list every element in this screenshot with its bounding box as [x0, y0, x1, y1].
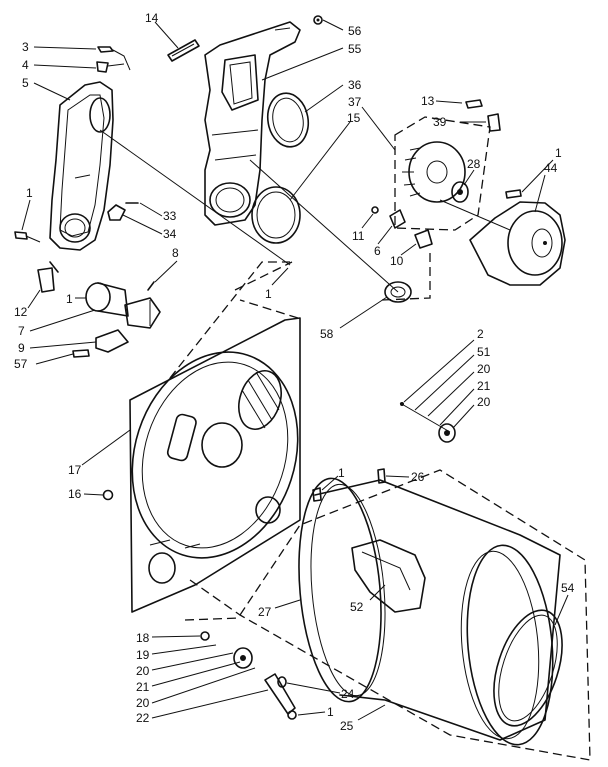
- callout-12: 12: [14, 305, 28, 319]
- callout-8: 8: [172, 246, 179, 260]
- callout-9: 9: [18, 341, 25, 355]
- part-33-34-clamp: [107, 202, 139, 221]
- callout-39: 39: [433, 115, 447, 129]
- callout-55: 55: [348, 42, 362, 56]
- callout-15: 15: [347, 111, 361, 125]
- callout-1-bulkhead: 1: [338, 466, 345, 480]
- part-motor-assembly: [37, 261, 161, 358]
- callout-14: 14: [145, 11, 159, 25]
- callout-51: 51: [477, 345, 491, 359]
- part-blower-wheel: [394, 116, 491, 231]
- callout-1-bottom: 1: [327, 705, 334, 719]
- callout-19: 19: [136, 648, 150, 662]
- callout-5: 5: [22, 76, 29, 90]
- callout-20-a: 20: [477, 362, 491, 376]
- callout-27: 27: [258, 605, 272, 619]
- callout-56: 56: [348, 24, 362, 38]
- callout-58: 58: [320, 327, 334, 341]
- part-14-bar: [167, 39, 200, 62]
- part-roller-hardware-front: [200, 631, 297, 720]
- part-36-37-seal: [266, 92, 310, 148]
- callout-57: 57: [14, 357, 28, 371]
- part-54-seal: [493, 609, 563, 727]
- callout-54: 54: [561, 581, 575, 595]
- callout-24: 24: [341, 687, 355, 701]
- part-58-bearing: [384, 281, 412, 303]
- part-11-6-10-small: [371, 206, 433, 249]
- callout-25: 25: [340, 719, 354, 733]
- callout-20-c: 20: [136, 664, 150, 678]
- callout-4: 4: [22, 58, 29, 72]
- dashed-connectors: [99, 129, 511, 621]
- callout-21-a: 21: [477, 379, 491, 393]
- callout-33: 33: [163, 209, 177, 223]
- part-13-39-clips: [465, 99, 501, 132]
- part-55-duct: [204, 21, 301, 226]
- part-1-screw-left: [14, 231, 41, 243]
- callout-10: 10: [390, 254, 404, 268]
- part-1-screw-bulkhead: [312, 487, 322, 502]
- callout-22: 22: [136, 711, 150, 725]
- callout-1-motor: 1: [66, 292, 73, 306]
- part-5-front-duct: [49, 81, 114, 251]
- callout-3: 3: [22, 40, 29, 54]
- callout-26: 26: [411, 470, 425, 484]
- callout-1-left: 1: [26, 186, 33, 200]
- callout-16: 16: [68, 487, 82, 501]
- callout-labels: 14 56 55 3 4 5 36 37 15 13 39 28 1: [14, 11, 575, 733]
- part-44-blower-housing: [469, 189, 566, 286]
- callout-20-b: 20: [477, 395, 491, 409]
- callout-18: 18: [136, 631, 150, 645]
- callout-17: 17: [68, 463, 82, 477]
- part-25-drum: [239, 469, 591, 761]
- callout-13: 13: [421, 94, 435, 108]
- part-3-4-fasteners: [96, 46, 131, 73]
- callout-37: 37: [348, 95, 362, 109]
- callout-1-blower: 1: [555, 146, 562, 160]
- part-16-nut: [102, 489, 114, 501]
- callout-52: 52: [350, 600, 364, 614]
- callout-20-d: 20: [136, 696, 150, 710]
- callout-2: 2: [477, 327, 484, 341]
- callout-36: 36: [348, 78, 362, 92]
- callout-28: 28: [467, 157, 481, 171]
- callout-34: 34: [163, 227, 177, 241]
- part-56-nut: [313, 15, 323, 25]
- part-15-seal: [251, 186, 301, 244]
- callout-11: 11: [352, 229, 365, 243]
- part-17-rear-bulkhead: [129, 317, 301, 613]
- callout-7: 7: [18, 324, 25, 338]
- part-roller-hardware-rear: [399, 402, 456, 443]
- callout-21-b: 21: [136, 680, 150, 694]
- callout-44: 44: [544, 161, 558, 175]
- callout-1-mid: 1: [265, 287, 272, 301]
- callout-6: 6: [374, 244, 381, 258]
